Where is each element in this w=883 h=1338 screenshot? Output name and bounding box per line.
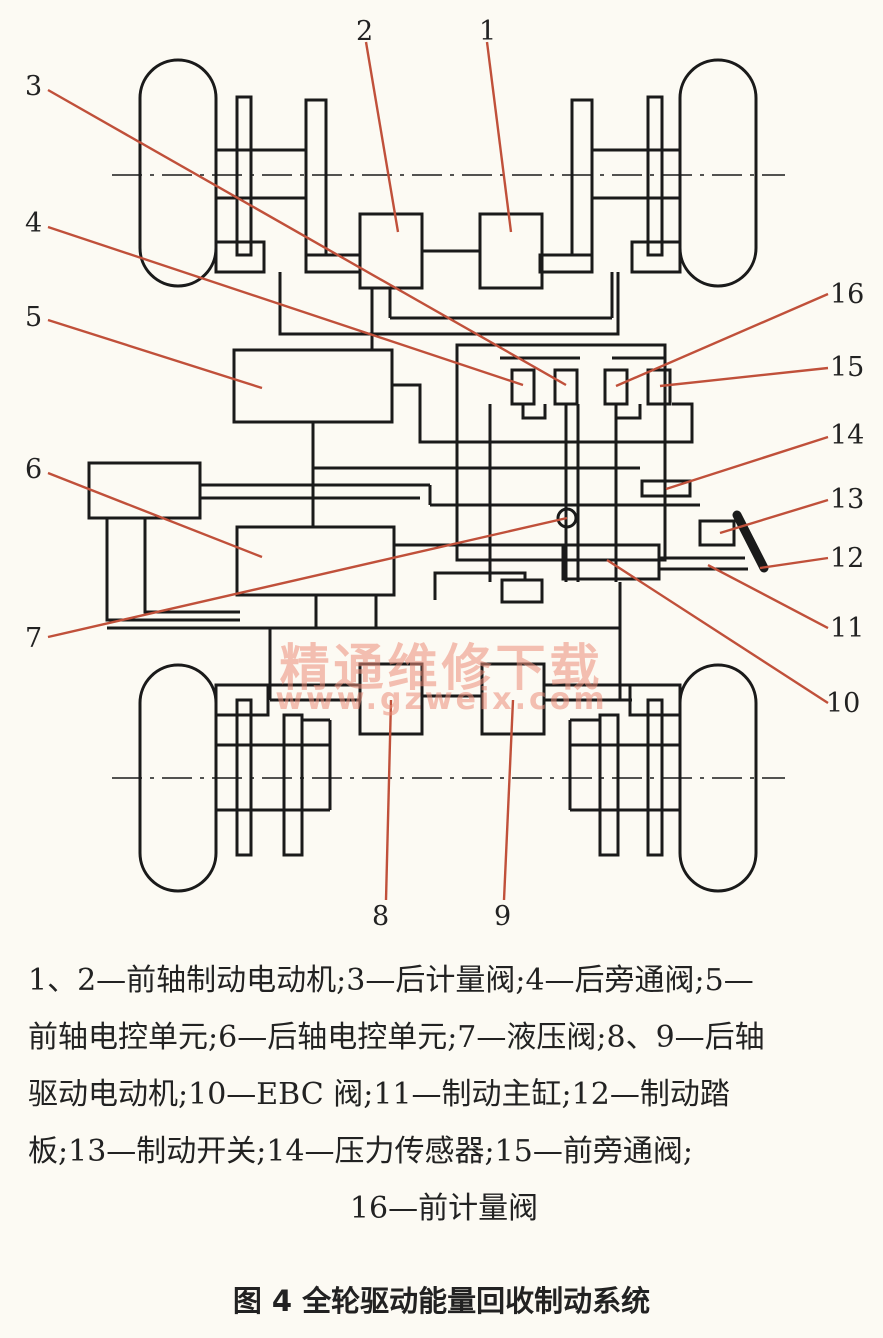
label-16: 16 <box>830 279 864 310</box>
leader-11 <box>707 563 829 630</box>
leader-16 <box>615 292 829 388</box>
front-motor-2 <box>358 212 424 290</box>
brake-switch-13 <box>698 519 736 547</box>
valve-manifold-outline <box>455 343 667 562</box>
ebc-valve-10 <box>561 543 661 581</box>
label-5: 5 <box>25 302 42 333</box>
pressure-sensor-14 <box>640 479 692 498</box>
front-left-wheel <box>138 58 218 288</box>
label-6: 6 <box>25 454 42 485</box>
leader-10 <box>606 558 829 705</box>
leader-9 <box>502 699 515 901</box>
caption-line-2: 前轴电控单元;6—后轴电控单元;7—液压阀;8、9—后轴 <box>28 1020 765 1055</box>
brake-system-diagram: 1 2 3 4 5 6 7 8 9 10 11 12 13 14 15 16 <box>25 16 864 932</box>
leader-1 <box>485 41 513 233</box>
label-4: 4 <box>25 208 42 239</box>
valve-4 <box>510 368 536 406</box>
leader-5 <box>47 318 263 390</box>
leader-13 <box>719 498 829 535</box>
label-1: 1 <box>479 16 496 47</box>
label-9: 9 <box>494 901 511 932</box>
caption-line-1: 1、2—前轴制动电动机;3—后计量阀;4—后旁通阀;5— <box>28 963 754 998</box>
valve-15 <box>646 368 672 406</box>
label-8: 8 <box>372 901 389 932</box>
leader-2 <box>364 41 400 233</box>
label-15: 15 <box>830 352 864 383</box>
leader-15 <box>659 366 829 388</box>
leader-8 <box>384 699 393 901</box>
figure-title: 图 4 全轮驱动能量回收制动系统 <box>232 1284 651 1318</box>
label-2: 2 <box>356 16 373 47</box>
front-right-wheel <box>678 58 758 288</box>
figure-caption: 1、2—前轴制动电动机;3—后计量阀;4—后旁通阀;5— 前轴电控单元;6—后轴… <box>28 952 860 1237</box>
leader-4 <box>47 225 524 387</box>
label-14: 14 <box>830 420 864 451</box>
valve-16 <box>603 368 629 406</box>
label-11: 11 <box>830 613 864 644</box>
leader-7 <box>47 516 568 639</box>
caption-line-5: 16—前计量阀 <box>349 1191 539 1226</box>
hydraulic-valve-7 <box>556 507 578 529</box>
label-7: 7 <box>25 623 42 654</box>
leader-14 <box>665 435 829 491</box>
brake-pedal-12 <box>732 510 769 573</box>
leader-6 <box>47 471 263 559</box>
label-13: 13 <box>830 484 864 515</box>
label-3: 3 <box>25 71 42 102</box>
caption-line-4: 板;13—制动开关;14—压力传感器;15—前旁通阀; <box>28 1134 693 1169</box>
rear-ecu-6 <box>235 525 396 597</box>
caption-line-3: 驱动电动机;10—EBC 阀;11—制动主缸;12—制动踏 <box>28 1077 730 1112</box>
leader-12 <box>759 556 829 570</box>
valve-3 <box>553 368 579 406</box>
label-12: 12 <box>830 543 864 574</box>
leader-3 <box>47 88 567 387</box>
label-10: 10 <box>826 688 860 719</box>
